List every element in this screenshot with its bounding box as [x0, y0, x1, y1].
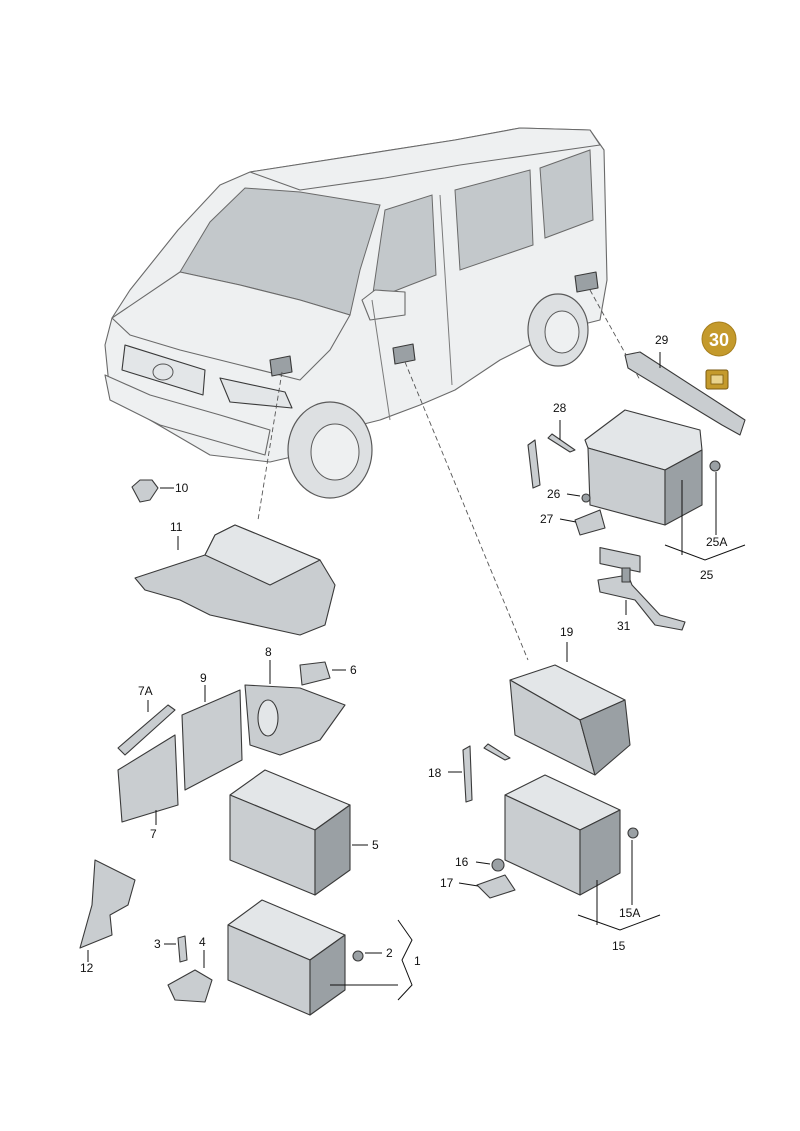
part-4-bracket — [167, 969, 213, 1003]
part-25-battery — [584, 409, 703, 573]
callout-19: 19 — [560, 625, 574, 639]
callout-9: 9 — [200, 671, 207, 685]
callout-25: 25 — [700, 568, 714, 582]
callout-4: 4 — [199, 935, 206, 949]
part-9-panel — [181, 689, 243, 791]
part-17-bracket — [476, 874, 516, 899]
part-3-bolt — [177, 935, 188, 963]
part-25a-screw — [709, 460, 721, 472]
callout-28: 28 — [553, 401, 567, 415]
callout-3: 3 — [154, 937, 161, 951]
callout-15: 15 — [612, 939, 626, 953]
callout-12: 12 — [80, 961, 94, 975]
callout-2: 2 — [386, 946, 393, 960]
part-19-battery-cover — [509, 664, 631, 776]
callout-badge-30[interactable] — [701, 321, 737, 357]
part-15a-screw — [627, 827, 639, 839]
part-2-screw — [352, 950, 364, 962]
location-marker-front — [269, 355, 293, 377]
callout-5: 5 — [372, 838, 379, 852]
part-6-clip — [299, 661, 331, 686]
callout-7a: 7A — [138, 684, 153, 698]
callout-6: 6 — [350, 663, 357, 677]
location-marker-middle — [392, 343, 416, 365]
part-5-battery — [229, 769, 351, 896]
part-15-battery — [504, 774, 621, 896]
callout-29: 29 — [655, 333, 669, 347]
part-12-shield — [79, 859, 136, 949]
callout-10: 10 — [175, 481, 189, 495]
callout-17: 17 — [440, 876, 454, 890]
callout-27: 27 — [540, 512, 554, 526]
callout-label-30: 30 — [709, 330, 729, 350]
location-marker-rear — [574, 271, 599, 293]
callout-31: 31 — [617, 619, 631, 633]
part-27-bracket — [574, 509, 606, 536]
highlighted-part-30[interactable]: 30 — [701, 321, 737, 390]
part-28-bolt — [527, 439, 541, 489]
part-10-clip — [131, 479, 159, 503]
part-26-screw — [581, 493, 591, 503]
callout-15a: 15A — [619, 906, 640, 920]
callout-16: 16 — [455, 855, 469, 869]
callout-26: 26 — [547, 487, 561, 501]
callout-11: 11 — [170, 520, 183, 534]
callout-18: 18 — [428, 766, 442, 780]
part-29-rail — [624, 351, 746, 436]
callout-1: 1 — [414, 954, 421, 968]
part-7-panel — [117, 734, 179, 823]
part-7a-strip — [117, 704, 176, 756]
part-18-bolt — [462, 745, 473, 803]
callout-8: 8 — [265, 645, 272, 659]
part-1-battery — [227, 899, 346, 1016]
part-31-terminal — [597, 574, 686, 631]
callout-7: 7 — [150, 827, 157, 841]
van-illustration — [104, 127, 608, 499]
callout-25a: 25A — [706, 535, 727, 549]
part-16-nut — [491, 858, 505, 872]
